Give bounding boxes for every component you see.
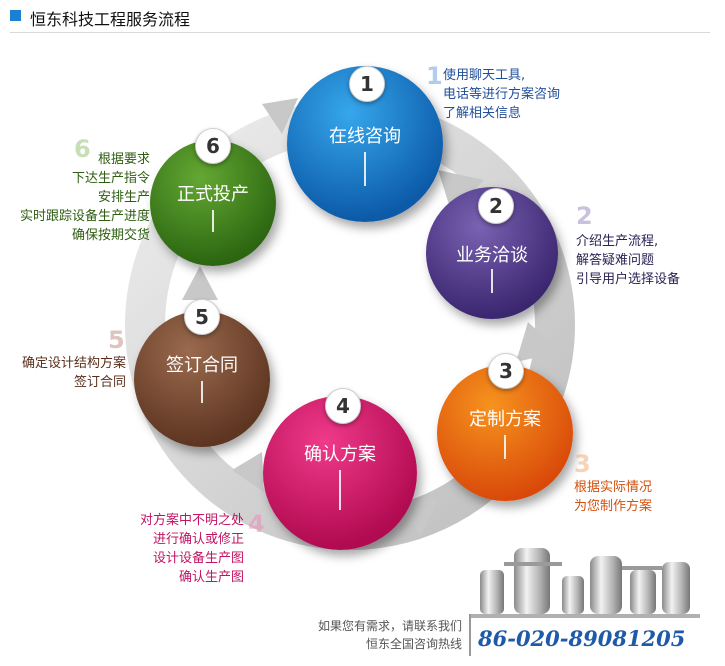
step-1-badge: 1: [349, 66, 385, 102]
header-divider: [10, 32, 710, 33]
step-4-desc-line: 对方案中不明之处: [139, 513, 244, 528]
step-1-big-number: 1: [426, 62, 443, 90]
step-3-desc-line: 为您制作方案: [574, 499, 653, 514]
step-2-desc-line: 解答疑难问题: [576, 253, 655, 268]
arrow-head-2: [516, 322, 560, 362]
step-5-tick: [201, 381, 203, 403]
step-6-desc-line: 实时跟踪设备生产进度: [19, 209, 150, 224]
step-4-badge: 4: [325, 388, 361, 424]
step-3-label: 定制方案: [469, 409, 541, 430]
step-2-tick: [491, 269, 493, 293]
step-4-tick: [339, 470, 341, 510]
step-1-label: 在线咨询: [329, 126, 401, 147]
step-5-desc-line: 确定设计结构方案: [21, 356, 126, 371]
step-4-label: 确认方案: [304, 444, 376, 465]
step-3-description: 根据实际情况 为您制作方案: [574, 478, 652, 516]
step-2-badge: 2: [478, 188, 514, 224]
step-1-desc-line: 电话等进行方案咨询: [443, 87, 561, 102]
step-4-desc-line: 确认生产图: [178, 570, 244, 585]
step-3-big-number: 3: [574, 450, 591, 478]
step-6-badge: 6: [195, 128, 231, 164]
step-2-desc-line: 介绍生产流程,: [576, 234, 659, 249]
footer-divider: [469, 614, 471, 656]
step-4-description: 对方案中不明之处 进行确认或修正 设计设备生产图 确认生产图: [102, 511, 244, 587]
step-6-desc-line: 根据要求: [97, 152, 150, 167]
step-2-description: 介绍生产流程, 解答疑难问题 引导用户选择设备: [576, 232, 680, 289]
step-1-desc-line: 使用聊天工具,: [443, 68, 526, 83]
step-6-label: 正式投产: [177, 184, 249, 205]
step-5-badge: 5: [184, 299, 220, 335]
step-6-description: 根据要求 下达生产指令 安排生产 实时跟踪设备生产进度 确保按期交货: [4, 150, 150, 245]
step-4-desc-line: 进行确认或修正: [152, 532, 244, 547]
step-5-big-number: 5: [108, 326, 125, 354]
arrow-head-6: [262, 98, 298, 134]
header-square-icon: [10, 10, 21, 21]
hotline-number: 86-020-89081205: [478, 626, 686, 651]
step-6-tick: [212, 210, 214, 232]
arrow-head-5: [182, 266, 218, 300]
step-3-desc-line: 根据实际情况: [574, 480, 653, 495]
step-3-tick: [504, 435, 506, 459]
contact-text: 如果您有需求，请联系我们 恒东全国咨询热线: [296, 617, 462, 653]
step-2-desc-line: 引导用户选择设备: [576, 272, 681, 287]
step-1-desc-line: 了解相关信息: [443, 106, 522, 121]
step-6-desc-line: 确保按期交货: [71, 228, 150, 243]
step-2-big-number: 2: [576, 202, 593, 230]
contact-line-1: 如果您有需求，请联系我们: [317, 619, 462, 633]
step-6-big-number: 6: [74, 135, 91, 163]
step-1-description: 使用聊天工具, 电话等进行方案咨询 了解相关信息: [443, 66, 560, 123]
equipment-image: [470, 548, 700, 618]
contact-line-2: 恒东全国咨询热线: [365, 637, 462, 651]
step-4-big-number: 4: [248, 510, 265, 538]
step-6-desc-line: 安排生产: [97, 190, 150, 205]
step-6-desc-line: 下达生产指令: [71, 171, 150, 186]
step-5-description: 确定设计结构方案 签订合同: [4, 354, 126, 392]
step-5-desc-line: 签订合同: [73, 375, 126, 390]
step-5-label: 签订合同: [166, 355, 238, 376]
step-1-tick: [364, 152, 366, 186]
step-4-desc-line: 设计设备生产图: [152, 551, 244, 566]
page-title: 恒东科技工程服务流程: [30, 10, 191, 29]
arrow-head-3: [400, 500, 438, 536]
arrow-head-4: [232, 452, 264, 492]
step-3-badge: 3: [488, 353, 524, 389]
step-2-label: 业务洽谈: [456, 245, 528, 266]
